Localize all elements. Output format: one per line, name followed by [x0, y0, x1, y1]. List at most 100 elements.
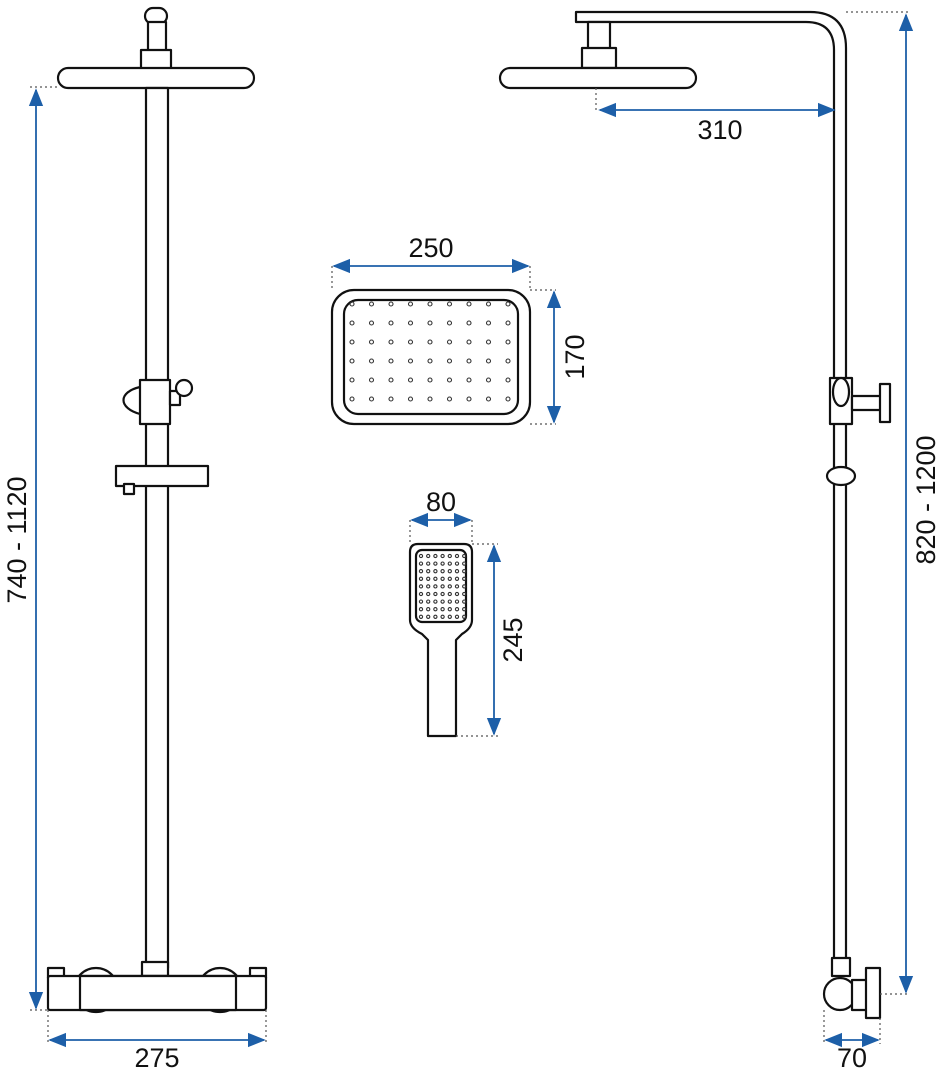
nozzle-dot [418, 584, 424, 589]
front-view [46, 6, 268, 1014]
nozzle-dot [446, 320, 453, 326]
nozzle-dot [505, 320, 511, 326]
nozzle-dot [427, 301, 433, 307]
holder-knob [174, 378, 194, 398]
nozzle-dot [505, 339, 511, 345]
nozzle-dot [368, 358, 375, 364]
side-head-mount [580, 46, 618, 70]
rain-head-front [56, 66, 256, 90]
nozzle-dot [427, 358, 433, 364]
nozzle-dot [505, 377, 511, 383]
nozzle-dot [349, 301, 355, 307]
nozzle-dot [447, 569, 452, 574]
nozzle-dot [426, 553, 431, 559]
nozzle-dot [485, 396, 492, 402]
hand-outer [408, 542, 474, 738]
nozzle-dot [447, 607, 452, 612]
nozzle-dot [427, 320, 433, 326]
nozzle-dot [447, 584, 452, 589]
side-holder-ring [831, 376, 851, 408]
head-plan-view: 250 170 [330, 233, 590, 426]
nozzle-dot [446, 339, 453, 345]
nozzle-dot [462, 591, 467, 597]
nozzle-dot [466, 320, 472, 326]
nozzle-dot [440, 561, 445, 566]
head-outer [330, 288, 532, 426]
nozzle-dot [388, 396, 394, 402]
nozzle-dot [440, 599, 445, 604]
nozzle-dot [407, 320, 414, 326]
nozzle-dot [466, 301, 472, 307]
nozzle-dot [462, 599, 467, 604]
nozzle-dot [418, 569, 424, 574]
nozzle-dot [447, 561, 452, 566]
nozzle-dot [447, 591, 452, 597]
nozzle-dot [466, 358, 472, 364]
nozzle-dot [440, 614, 445, 619]
nozzle-dot [388, 339, 394, 345]
side-shelf [825, 465, 857, 487]
nozzle-dot [388, 377, 394, 383]
nozzle-dot [426, 576, 431, 581]
nozzle-dot [407, 301, 414, 307]
riser-pipe [144, 86, 170, 970]
nozzle-dot [454, 591, 460, 597]
nozzle-dot [440, 607, 445, 612]
nozzle-dot [466, 396, 472, 402]
nozzle-dot [407, 339, 414, 345]
nozzle-dot [426, 614, 431, 619]
holder-block [138, 378, 172, 426]
hand-nozzles [418, 553, 467, 619]
nozzle-dot [368, 320, 375, 326]
nozzle-dot [462, 614, 467, 619]
nozzle-dot [433, 591, 438, 597]
side-wall-plate [864, 966, 882, 1020]
hand-width-label: 80 [426, 487, 456, 517]
side-view [498, 10, 892, 1020]
front-dimensions: 740 - 1120 275 [2, 86, 267, 1070]
nozzle-dot [349, 377, 355, 383]
soap-shelf [114, 464, 210, 488]
nozzle-dot [454, 584, 460, 589]
nozzle-dot [485, 377, 492, 383]
nozzle-dot [433, 607, 438, 612]
hand-height-label: 245 [498, 617, 528, 662]
nozzle-dot [440, 553, 445, 559]
nozzle-dot [454, 569, 460, 574]
mixer-center [78, 974, 238, 1012]
nozzle-dot [418, 576, 424, 581]
nozzle-dot [454, 553, 460, 559]
nozzle-dot [349, 320, 355, 326]
nozzle-dot [426, 569, 431, 574]
nozzle-dot [427, 396, 433, 402]
side-holder-knob [878, 382, 892, 424]
nozzle-dot [433, 614, 438, 619]
nozzle-dot [427, 339, 433, 345]
nozzle-dot [447, 553, 452, 559]
nozzle-dot [388, 320, 394, 326]
hand-shower-view: 80 245 [408, 487, 528, 738]
nozzle-dot [427, 377, 433, 383]
side-bottom-neck [830, 956, 852, 978]
nozzle-dot [447, 599, 452, 604]
head-height-label: 170 [560, 334, 590, 379]
width-label: 275 [134, 1043, 179, 1070]
nozzle-dot [466, 339, 472, 345]
nozzle-dot [462, 576, 467, 581]
nozzle-dot [485, 339, 492, 345]
nozzle-dot [388, 358, 394, 364]
head-nozzles [349, 301, 511, 402]
nozzle-dot [462, 569, 467, 574]
nozzle-dot [485, 301, 492, 307]
nozzle-dot [446, 396, 453, 402]
nozzle-dot [418, 599, 424, 604]
nozzle-dot [426, 607, 431, 612]
height-label-left: 740 - 1120 [2, 476, 32, 603]
nozzle-dot [349, 396, 355, 402]
nozzle-dot [426, 584, 431, 589]
nozzle-dot [433, 599, 438, 604]
nozzle-dot [454, 614, 460, 619]
nozzle-dot [407, 358, 414, 364]
